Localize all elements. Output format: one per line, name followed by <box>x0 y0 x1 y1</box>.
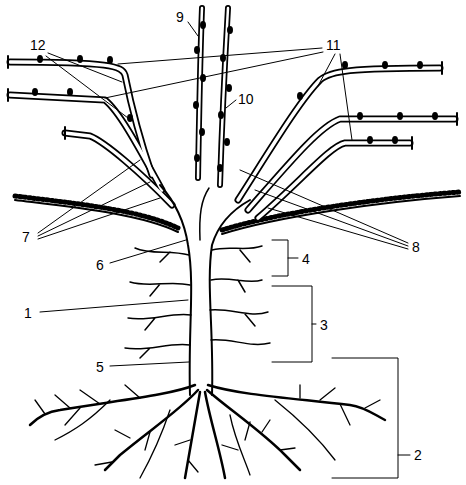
callout-number: 9 <box>176 10 184 24</box>
callout-number: 4 <box>302 252 310 266</box>
callout-number: 1 <box>24 306 32 320</box>
callout-number: 2 <box>414 448 422 462</box>
callout-number: 7 <box>22 230 30 244</box>
callout-number: 6 <box>96 258 104 272</box>
callout-number: 3 <box>320 318 328 332</box>
callout-number: 5 <box>96 360 104 374</box>
callout-number: 8 <box>412 240 420 254</box>
callout-number: 12 <box>30 38 46 52</box>
callout-number: 10 <box>238 92 254 106</box>
callout-number: 11 <box>326 38 341 52</box>
